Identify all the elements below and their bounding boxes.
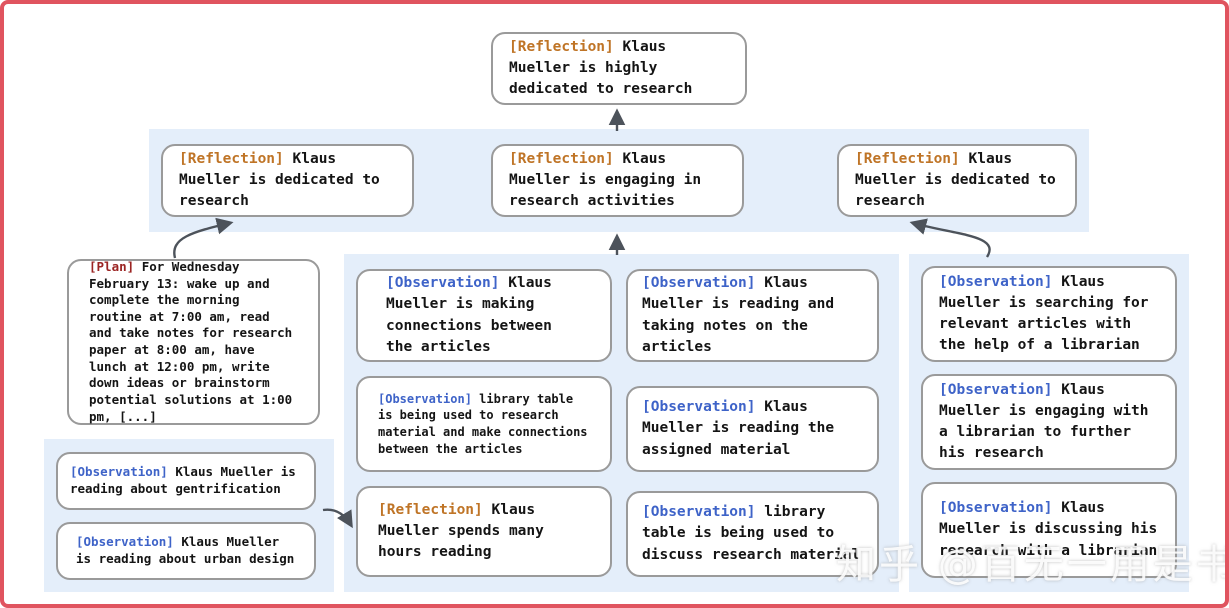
observation-tag: [Observation] bbox=[939, 273, 1053, 290]
observation-tag: [Observation] bbox=[939, 381, 1053, 398]
node-body: For Wednesday February 13: wake up and c… bbox=[89, 258, 293, 424]
reflection-tag: [Reflection] bbox=[378, 501, 483, 518]
node-text: [Observation] Klaus Mueller is reading a… bbox=[76, 534, 296, 567]
node-body: Klaus Mueller is searching for relevant … bbox=[939, 273, 1149, 354]
node-body: Klaus Mueller spends many hours reading bbox=[378, 501, 544, 560]
reflection-tag: [Reflection] bbox=[509, 38, 614, 55]
observation-tag: [Observation] bbox=[642, 504, 756, 521]
node-text: [Reflection] Klaus Mueller is dedicated … bbox=[179, 149, 396, 212]
node-text: [Reflection] Klaus Mueller is highly ded… bbox=[509, 37, 729, 100]
node-text: [Observation] Klaus Mueller is reading t… bbox=[642, 397, 863, 460]
plan-tag: [Plan] bbox=[89, 258, 135, 274]
node-text: [Plan] For Wednesday February 13: wake u… bbox=[89, 259, 298, 425]
memory-node-reflection-hours-reading: [Reflection] Klaus Mueller spends many h… bbox=[356, 486, 612, 577]
memory-node-obs-taking-notes: [Observation] Klaus Mueller is reading a… bbox=[626, 269, 879, 362]
node-text: [Observation] library table is being use… bbox=[378, 391, 590, 457]
memory-node-reflection-2: [Reflection] Klaus Mueller is engaging i… bbox=[491, 144, 744, 217]
memory-node-obs-engaging-librarian: [Observation] Klaus Mueller is engaging … bbox=[921, 374, 1177, 470]
node-text: [Observation] Klaus Mueller is discussin… bbox=[939, 498, 1159, 561]
observation-tag: [Observation] bbox=[70, 464, 168, 480]
observation-tag: [Observation] bbox=[642, 399, 756, 416]
observation-tag: [Observation] bbox=[378, 391, 472, 406]
memory-node-top-reflection: [Reflection] Klaus Mueller is highly ded… bbox=[491, 32, 747, 105]
node-body: Klaus Mueller is making connections betw… bbox=[386, 275, 552, 355]
memory-node-reflection-3: [Reflection] Klaus Mueller is dedicated … bbox=[837, 144, 1077, 217]
node-body: Klaus Mueller is reading the assigned ma… bbox=[642, 399, 835, 458]
zhihu-watermark: 知乎 @百无一用是书生 bbox=[836, 542, 1225, 588]
node-text: [Reflection] Klaus Mueller is engaging i… bbox=[509, 149, 726, 212]
memory-node-obs-library-table-research: [Observation] library table is being use… bbox=[356, 376, 612, 472]
node-body: Klaus Mueller is dedicated to research bbox=[855, 150, 1056, 209]
node-text: [Observation] Klaus Mueller is reading a… bbox=[642, 273, 863, 357]
observation-tag: [Observation] bbox=[386, 275, 500, 292]
node-body: Klaus Mueller is reading and taking note… bbox=[642, 275, 835, 355]
memory-node-plan: [Plan] For Wednesday February 13: wake u… bbox=[67, 259, 320, 425]
node-body: library table is being used to research … bbox=[378, 391, 588, 456]
reflection-tag: [Reflection] bbox=[855, 150, 960, 167]
node-body: Klaus Mueller is reading about urban des… bbox=[76, 534, 295, 566]
memory-node-obs-assigned-material: [Observation] Klaus Mueller is reading t… bbox=[626, 386, 879, 472]
node-body: Klaus Mueller is reading about gentrific… bbox=[70, 464, 296, 496]
node-text: [Observation] Klaus Mueller is searching… bbox=[939, 272, 1159, 356]
observation-tag: [Observation] bbox=[939, 500, 1053, 517]
observation-tag: [Observation] bbox=[76, 534, 174, 550]
node-text: [Reflection] Klaus Mueller spends many h… bbox=[378, 500, 590, 563]
memory-node-obs-urban-design: [Observation] Klaus Mueller is reading a… bbox=[56, 522, 316, 580]
node-body: Klaus Mueller is highly dedicated to res… bbox=[509, 38, 693, 97]
memory-node-obs-library-table-discuss: [Observation] library table is being use… bbox=[626, 491, 879, 577]
node-text: [Observation] library table is being use… bbox=[642, 502, 863, 565]
node-body: library table is being used to discuss r… bbox=[642, 504, 861, 563]
node-body: Klaus Mueller is discussing his research… bbox=[939, 500, 1158, 559]
node-body: Klaus Mueller is engaging with a librari… bbox=[939, 381, 1149, 462]
node-body: Klaus Mueller is engaging in research ac… bbox=[509, 150, 702, 209]
memory-node-reflection-1: [Reflection] Klaus Mueller is dedicated … bbox=[161, 144, 414, 217]
node-body: Klaus Mueller is dedicated to research bbox=[179, 150, 380, 209]
node-text: [Observation] Klaus Mueller is engaging … bbox=[939, 380, 1159, 464]
node-text: [Observation] Klaus Mueller is making co… bbox=[386, 273, 582, 357]
memory-node-obs-discussing-research: [Observation] Klaus Mueller is discussin… bbox=[921, 482, 1177, 578]
observation-tag: [Observation] bbox=[642, 275, 756, 292]
reflection-tag: [Reflection] bbox=[179, 150, 284, 167]
reflection-tag: [Reflection] bbox=[509, 150, 614, 167]
memory-node-obs-searching-articles: [Observation] Klaus Mueller is searching… bbox=[921, 266, 1177, 362]
node-text: [Observation] Klaus Mueller is reading a… bbox=[70, 464, 302, 497]
memory-node-obs-gentrification: [Observation] Klaus Mueller is reading a… bbox=[56, 452, 316, 510]
memory-node-obs-making-connections: [Observation] Klaus Mueller is making co… bbox=[356, 269, 612, 362]
node-text: [Reflection] Klaus Mueller is dedicated … bbox=[855, 149, 1059, 212]
